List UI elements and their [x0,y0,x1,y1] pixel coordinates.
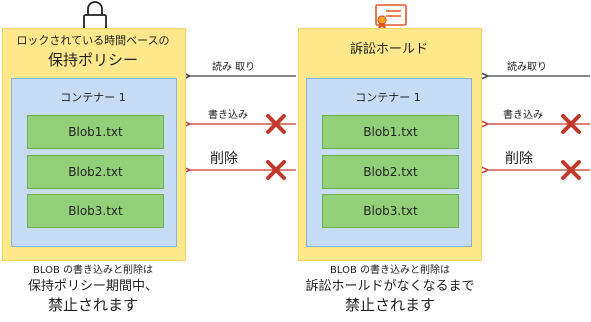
cross-icon [266,114,286,134]
left-blob-3: Blob3.txt [27,194,164,228]
left-container-title: コンテナー 1 [60,91,126,104]
delete-label-left: 削除 [210,151,238,167]
right-footer-line1: BLOB の書き込みと削除は [330,265,450,276]
write-label-right: 書き込み [503,110,543,121]
right-blob-3: Blob3.txt [322,194,459,228]
left-panel-title-line1: ロックされている時間ベースの [16,34,170,47]
left-blob-2: Blob2.txt [27,155,164,189]
read-label-left: 読み 取り [212,62,256,73]
lock-icon [83,1,107,30]
left-footer-line3: 禁止されます [47,296,138,314]
read-label-right: 読み取り [507,62,547,73]
cross-icon [266,160,286,180]
right-container-title: コンテナー 1 [355,91,421,104]
left-panel-title-line2: 保持ポリシー [47,51,138,69]
right-blob-2: Blob2.txt [322,155,459,189]
write-label-left: 書き込み [208,110,248,121]
left-footer-line2: 保持ポリシー期間中、 [27,279,158,294]
right-blob-1: Blob1.txt [322,115,459,149]
cross-icon [561,160,581,180]
right-footer-line2: 訴訟ホールドがなくなるまで [305,279,475,294]
cross-icon [561,114,581,134]
right-panel-title: 訴訟ホールド [349,42,428,57]
delete-label-right: 削除 [505,151,533,167]
left-blob-1: Blob1.txt [27,115,164,149]
right-footer-line3: 禁止されます [344,296,435,314]
certificate-icon [375,4,407,29]
left-footer-line1: BLOB の書き込みと削除は [33,265,153,276]
